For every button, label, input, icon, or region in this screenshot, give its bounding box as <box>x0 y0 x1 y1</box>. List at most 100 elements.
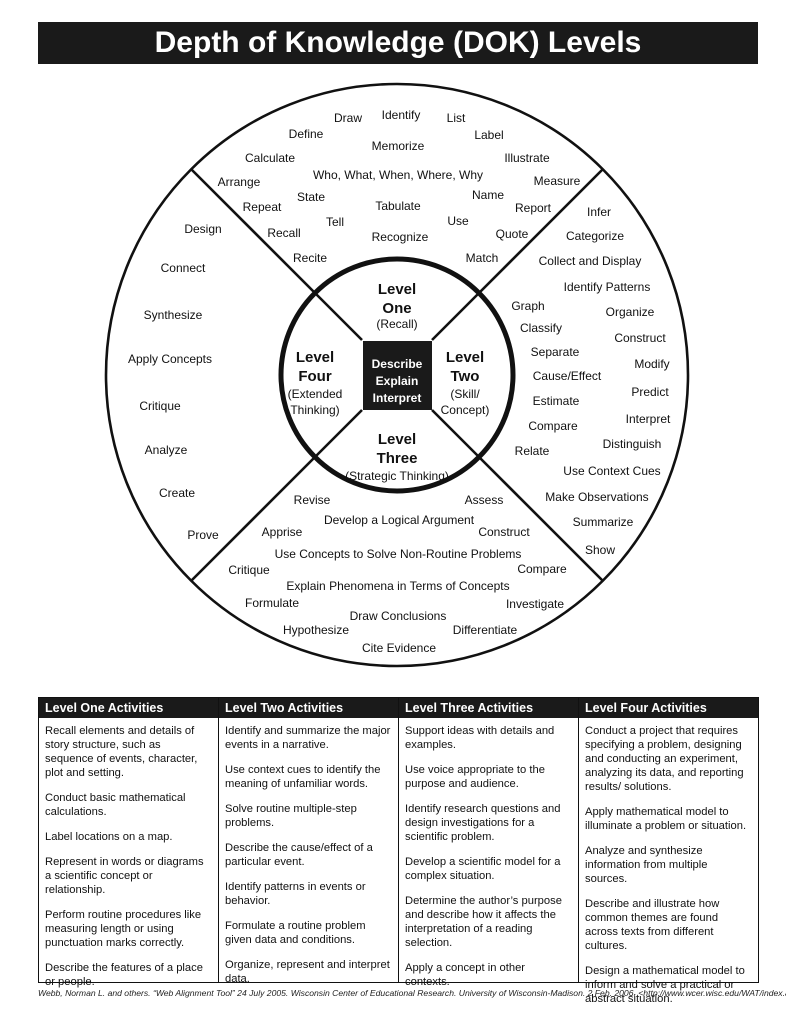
column-body: Recall elements and details of story str… <box>39 718 218 1000</box>
list-item: Determine the author’s purpose and descr… <box>405 895 562 949</box>
column-header: Level Two Activities <box>219 698 398 718</box>
wheel-structure <box>104 82 690 668</box>
level-subtitle: (Skill/ <box>450 387 480 401</box>
level-two-word: Organize <box>606 305 655 319</box>
level-four-word: Prove <box>187 528 219 542</box>
level-one-word: Quote <box>496 227 529 241</box>
level-one-word: Calculate <box>245 151 295 165</box>
level-subtitle: (Strategic Thinking) <box>345 469 449 483</box>
divider-ne <box>478 168 604 294</box>
list-item: Describe the features of a place or peop… <box>45 962 203 988</box>
list-item: Formulate a routine problem given data a… <box>225 920 366 946</box>
level-four-word: Design <box>184 222 221 236</box>
level-name: One <box>382 300 411 317</box>
level-one-word: Arrange <box>218 175 261 189</box>
level-two-word: Graph <box>511 299 544 313</box>
level-three-word: Explain Phenomena in Terms of Concepts <box>286 579 509 593</box>
level-name: Two <box>451 368 480 385</box>
level-one-word: Draw <box>334 111 362 125</box>
level-one-word: Define <box>289 127 324 141</box>
inner-divider-nw <box>314 292 363 341</box>
level-one-word: Illustrate <box>504 151 550 165</box>
outer-circle <box>104 82 690 668</box>
level-two-word: Construct <box>614 331 666 345</box>
center-verb: Explain <box>376 374 419 388</box>
level-four-word: Analyze <box>145 443 188 457</box>
level-two-word: Estimate <box>533 394 580 408</box>
level-subtitle: Thinking) <box>290 403 339 417</box>
level-two-word: Predict <box>631 385 669 399</box>
level-three-word: Compare <box>517 562 567 576</box>
level-two-word: Modify <box>634 357 669 371</box>
list-item: Conduct basic mathematical calculations. <box>45 792 186 818</box>
list-item: Label locations on a map. <box>45 831 173 843</box>
list-item: Use context cues to identify the meaning… <box>225 764 381 790</box>
list-item: Identify patterns in events or behavior. <box>225 881 366 907</box>
level-name: Three <box>377 450 418 467</box>
level-four-word: Connect <box>161 261 206 275</box>
level-three-word: Investigate <box>506 597 564 611</box>
dok-wheel-diagram: DescribeExplainInterpretLevelOne(Recall)… <box>104 82 690 668</box>
level-one-word: Identify <box>382 108 421 122</box>
inner-divider-sw <box>314 409 363 458</box>
column-header: Level Four Activities <box>579 698 758 718</box>
level-two-word: Make Observations <box>545 490 648 504</box>
level-one-word: Recall <box>267 226 300 240</box>
column-header: Level Three Activities <box>399 698 578 718</box>
level-three-word: Cite Evidence <box>362 641 436 655</box>
level-one-word: Label <box>474 128 503 142</box>
level-two-word: Cause/Effect <box>533 369 602 383</box>
list-item: Develop a scientific model for a complex… <box>405 856 561 882</box>
level-four-word: Critique <box>139 399 181 413</box>
level-two-word: Collect and Display <box>539 254 642 268</box>
level-three-word: Construct <box>478 525 530 539</box>
center-box <box>363 341 432 410</box>
level-name: Four <box>298 368 331 385</box>
center-verb: Interpret <box>373 391 422 405</box>
divider-sw <box>190 456 316 582</box>
level-one-word: State <box>297 190 325 204</box>
level-two-word: Distinguish <box>603 437 662 451</box>
list-item: Use voice appropriate to the purpose and… <box>405 764 545 790</box>
level-three-word: Formulate <box>245 596 299 610</box>
level-three-word: Draw Conclusions <box>350 609 447 623</box>
level-subtitle: Concept) <box>441 403 490 417</box>
level-two-word: Compare <box>528 419 578 433</box>
level-one-word: Measure <box>534 174 581 188</box>
level-one-word: List <box>447 111 466 125</box>
list-item: Design a mathematical model to inform an… <box>585 965 745 1005</box>
level-name: Level <box>296 349 334 366</box>
level-one-word: Tabulate <box>375 199 421 213</box>
level-subtitle: (Extended <box>288 387 343 401</box>
level-two-word: Separate <box>531 345 580 359</box>
table-column: Level Three Activities Support ideas wit… <box>398 698 578 988</box>
list-item: Analyze and synthesize information from … <box>585 845 708 885</box>
inner-divider-ne <box>431 292 480 341</box>
level-subtitle: (Recall) <box>376 317 417 331</box>
level-one-word: Use <box>447 214 469 228</box>
list-item: Solve routine multiple-step problems. <box>225 803 357 829</box>
column-body: Identify and summarize the major events … <box>219 718 398 997</box>
level-one-word: Who, What, When, Where, Why <box>313 168 483 182</box>
level-three-word: Differentiate <box>453 623 518 637</box>
list-item: Represent in words or diagrams a scienti… <box>45 856 204 896</box>
citation-footnote: Webb, Norman L. and others. “Web Alignme… <box>38 988 786 998</box>
level-three-word: Assess <box>465 493 504 507</box>
level-name: Level <box>378 431 416 448</box>
page-title: Depth of Knowledge (DOK) Levels <box>38 22 758 64</box>
level-three-word: Critique <box>228 563 270 577</box>
level-one-word: Recite <box>293 251 327 265</box>
level-one-word: Recognize <box>372 230 429 244</box>
level-two-word: Relate <box>515 444 550 458</box>
list-item: Organize, represent and interpret data. <box>225 959 390 985</box>
level-two-word: Show <box>585 543 615 557</box>
level-four-word: Apply Concepts <box>128 352 212 366</box>
level-name: Level <box>378 281 416 298</box>
list-item: Describe the cause/effect of a particula… <box>225 842 373 868</box>
level-two-word: Classify <box>520 321 562 335</box>
level-three-word: Use Concepts to Solve Non-Routine Proble… <box>275 547 522 561</box>
level-two-word: Interpret <box>626 412 671 426</box>
level-one-word: Memorize <box>372 139 425 153</box>
divider-se <box>478 456 604 582</box>
wheel-text: DescribeExplainInterpretLevelOne(Recall)… <box>128 108 671 655</box>
